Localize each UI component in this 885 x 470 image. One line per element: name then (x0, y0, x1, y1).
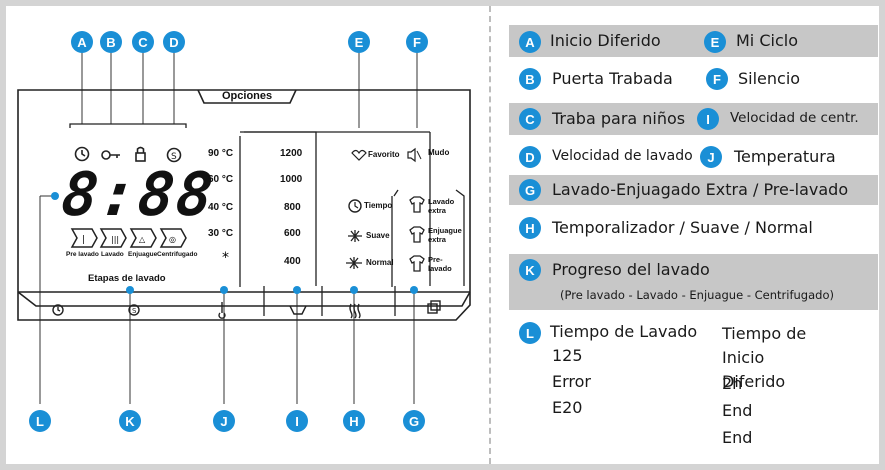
example-125: 125 (552, 346, 583, 365)
marker-i: I (286, 410, 308, 432)
marker-j: J (213, 410, 235, 432)
legend-row-3-bg (509, 103, 878, 135)
stage-enjuague: Enjuague (128, 251, 158, 258)
pre-lavado-label: Pre-lavado (428, 255, 452, 273)
speed-1200: 1200 (280, 148, 303, 159)
svg-text:△: △ (139, 235, 146, 244)
suave-label: Suave (366, 231, 390, 240)
marker-c: C (132, 31, 154, 53)
stage-centrifugado: Centrifugado (157, 251, 198, 258)
stage-lavado: Lavado (101, 251, 124, 258)
legend-marker-f: F (706, 68, 728, 90)
legend-k: Progreso del lavado (552, 260, 710, 279)
example-2h: 2h (722, 374, 743, 393)
temp-40: 40 °C (208, 202, 234, 213)
legend-b: Puerta Trabada (552, 69, 673, 88)
lcd-digits: 8:88 (58, 160, 219, 230)
marker-f: F (406, 31, 428, 53)
leader-dot-l (51, 192, 59, 200)
legend-row-1-bg (509, 25, 878, 57)
legend-marker-e: E (704, 31, 726, 53)
legend-g: Lavado-Enjuagado Extra / Pre-lavado (552, 180, 849, 199)
legend-h: Temporalizador / Suave / Normal (552, 218, 813, 237)
legend-row-5-bg (509, 175, 878, 205)
legend-a: Inicio Diferido (550, 31, 661, 50)
svg-text:|||: ||| (111, 235, 119, 244)
legend-row-7-bg (509, 254, 878, 310)
leader-dot-k (126, 286, 134, 294)
legend-marker-g: G (519, 179, 541, 201)
legend-e: Mi Ciclo (736, 31, 798, 50)
legend-l: Tiempo de Lavado (550, 322, 698, 341)
example-end-1: End (722, 401, 753, 420)
marker-h: H (343, 410, 365, 432)
example-error: Error (552, 372, 591, 391)
svg-text:*: * (222, 250, 229, 266)
normal-label: Normal (366, 258, 394, 267)
svg-text:S: S (171, 152, 177, 162)
marker-l: L (29, 410, 51, 432)
opciones-label: Opciones (222, 90, 273, 102)
marker-b: B (100, 31, 122, 53)
legend-marker-d: D (519, 146, 541, 168)
leader-dot-j (220, 286, 228, 294)
legend-marker-b: B (519, 68, 541, 90)
svg-text:◎: ◎ (169, 235, 176, 244)
enjuague-extra-label: Enjuague extra (428, 226, 462, 244)
legend-k-sub: (Pre lavado - Lavado - Enjuague - Centri… (560, 288, 834, 302)
example-end-2: End (722, 428, 753, 447)
stage-pre-lavado: Pre lavado (66, 251, 99, 258)
speed-1000: 1000 (280, 174, 303, 185)
example-e20: E20 (552, 398, 583, 417)
legend-c: Traba para niños (552, 109, 686, 128)
dashed-divider (489, 6, 491, 464)
temp-90: 90 °C (208, 148, 234, 159)
marker-k: K (119, 410, 141, 432)
legend-marker-i: I (697, 108, 719, 130)
legend-marker-j: J (700, 146, 722, 168)
leader-dot-g (410, 286, 418, 294)
speed-800: 800 (284, 202, 301, 213)
lavado-extra-label: Lavado extra (428, 197, 455, 215)
legend-i: Velocidad de centr. (730, 110, 859, 126)
marker-g: G (403, 410, 425, 432)
legend-f: Silencio (738, 69, 801, 88)
legend-d: Velocidad de lavado (552, 148, 693, 164)
favorito-label: Favorito (368, 150, 400, 159)
legend-j: Temperatura (734, 147, 836, 166)
legend-marker-c: C (519, 108, 541, 130)
svg-text:S: S (132, 307, 137, 315)
svg-text:|: | (82, 235, 85, 245)
mudo-label: Mudo (428, 148, 450, 157)
etapas-label: Etapas de lavado (88, 273, 166, 284)
temp-30: 30 °C (208, 228, 234, 239)
legend-marker-l: L (519, 322, 541, 344)
temp-60: 60 °C (208, 174, 234, 185)
tiempo-label: Tiempo (364, 201, 393, 210)
speed-400: 400 (284, 256, 301, 267)
panel-diagram: S | ||| △ ◎ * S (17, 52, 471, 404)
leader-dot-i (293, 286, 301, 294)
marker-d: D (163, 31, 185, 53)
marker-e: E (348, 31, 370, 53)
legend-marker-h: H (519, 217, 541, 239)
speed-600: 600 (284, 228, 301, 239)
leader-dot-h (350, 286, 358, 294)
legend-marker-k: K (519, 259, 541, 281)
legend-l-col2: Tiempo de Inicio Diferido (722, 324, 807, 391)
legend-marker-a: A (519, 31, 541, 53)
marker-a: A (71, 31, 93, 53)
